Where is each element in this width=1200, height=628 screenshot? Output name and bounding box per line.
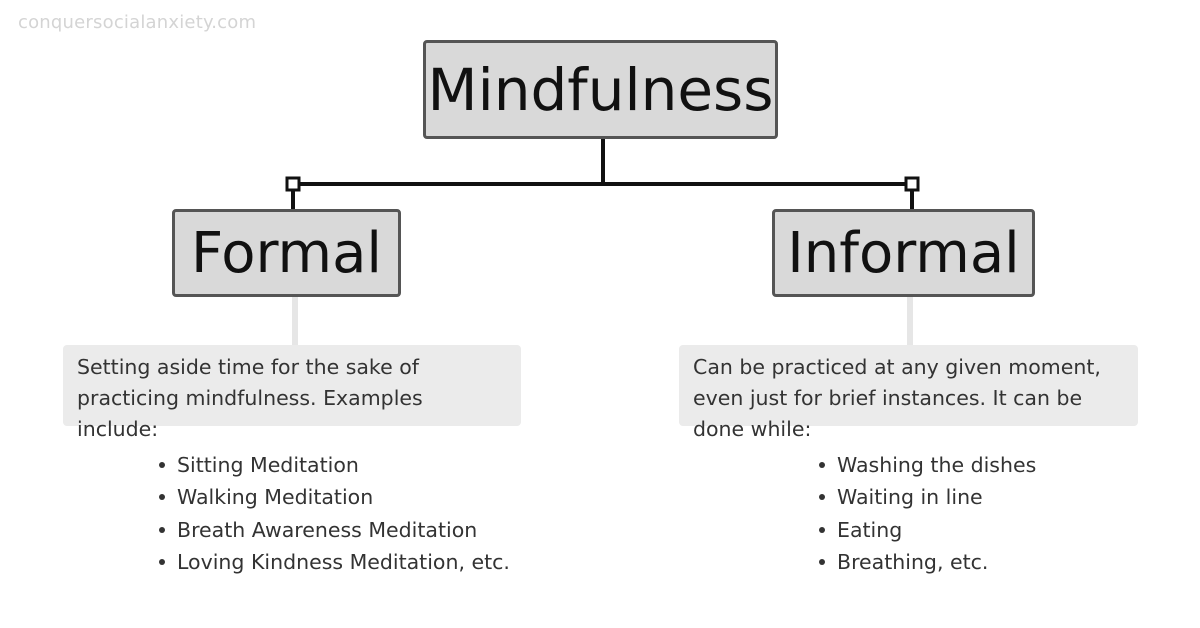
list-item: Breath Awareness Meditation [158, 514, 510, 546]
informal-examples-list: Washing the dishes Waiting in line Eatin… [818, 449, 1036, 578]
informal-junction-square [904, 176, 920, 192]
list-item: Eating [818, 514, 1036, 546]
list-item: Loving Kindness Meditation, etc. [158, 546, 510, 578]
list-item: Washing the dishes [818, 449, 1036, 481]
formal-examples-list: Sitting Meditation Walking Meditation Br… [158, 449, 510, 578]
root-node-mindfulness: Mindfulness [423, 40, 778, 139]
formal-junction-square [285, 176, 301, 192]
list-item: Waiting in line [818, 481, 1036, 513]
branch-node-formal: Formal [172, 209, 401, 297]
watermark: conquersocialanxiety.com [18, 12, 257, 33]
list-item: Breathing, etc. [818, 546, 1036, 578]
list-item: Walking Meditation [158, 481, 510, 513]
branch-node-informal: Informal [772, 209, 1035, 297]
formal-description: Setting aside time for the sake of pract… [63, 345, 521, 441]
list-item: Sitting Meditation [158, 449, 510, 481]
informal-description: Can be practiced at any given moment, ev… [679, 345, 1138, 441]
